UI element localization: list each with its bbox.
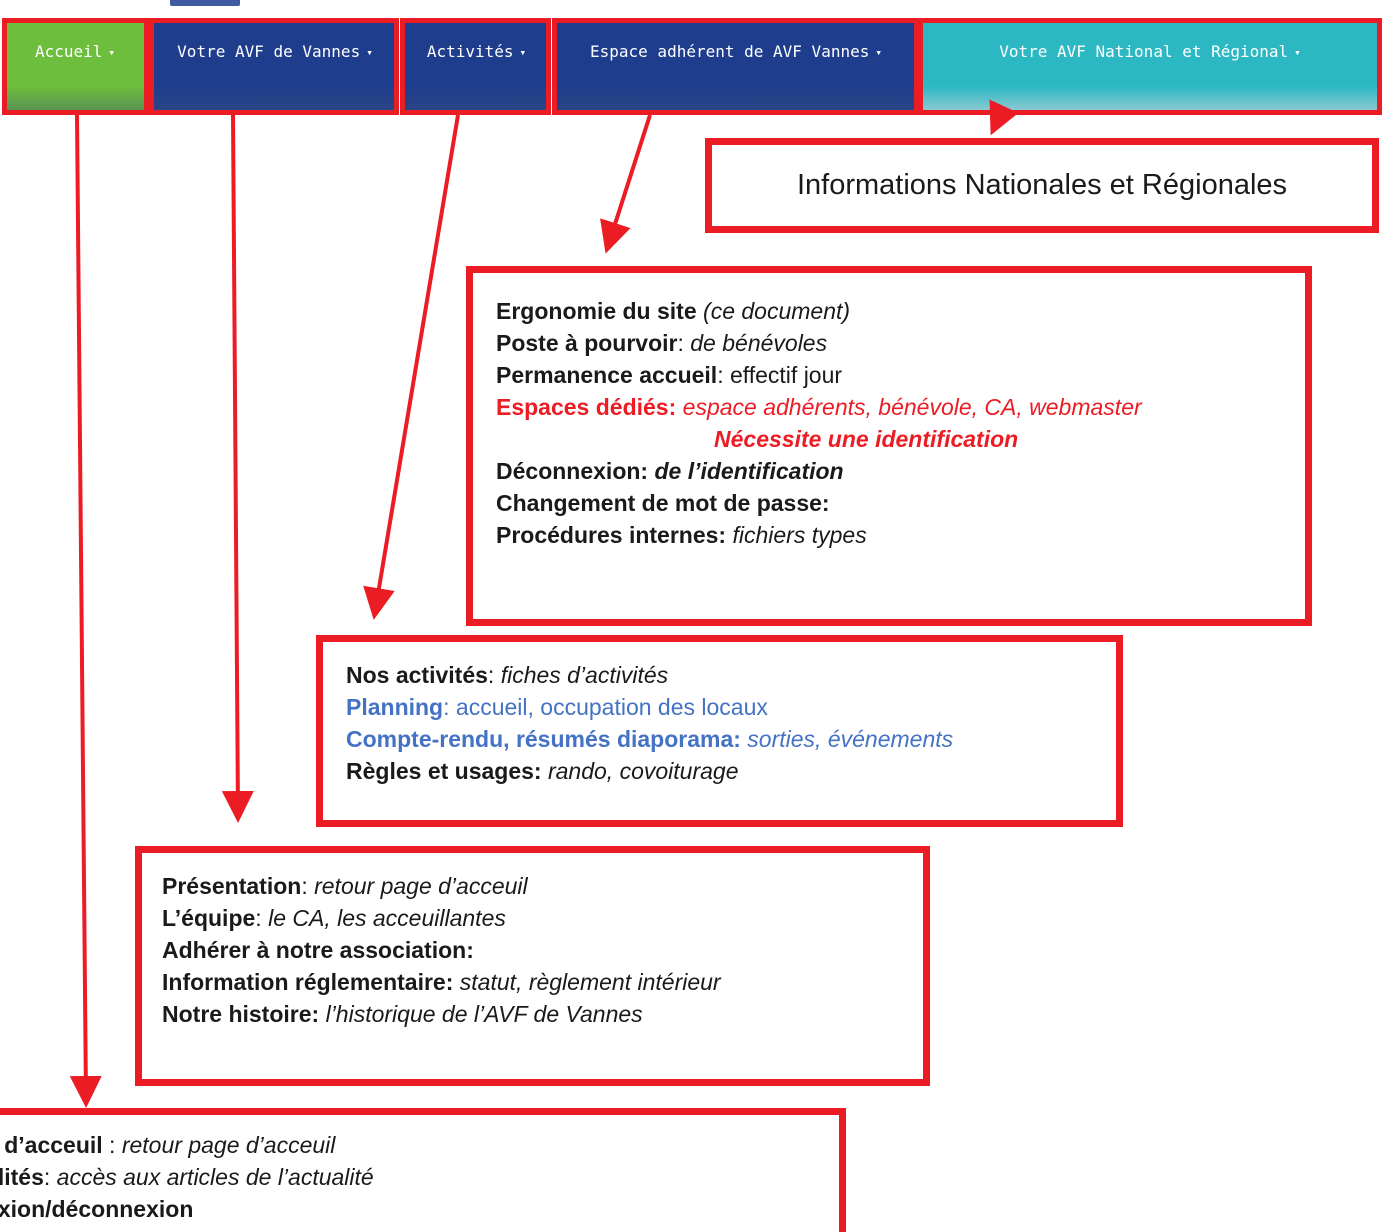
menu-entry-actualites: ualités: accès aux articles de l’actuali… bbox=[0, 1164, 374, 1190]
arrow-vannes bbox=[221, 114, 254, 823]
nav-item-label: Activités bbox=[426, 42, 514, 61]
box-national-regional: Informations Nationales et Régionales bbox=[705, 138, 1379, 233]
nav-item-espace-adherent[interactable]: Espace adhérent de AVF Vannes ▾ bbox=[556, 22, 916, 114]
nav-item-shade bbox=[404, 86, 549, 114]
highlight-frame-activites bbox=[400, 18, 551, 115]
menu-entry-nos-activites: Nos activités: fiches d’activités bbox=[346, 662, 669, 688]
nav-item-avf-national-regional[interactable]: Votre AVF National et Régional ▾ bbox=[921, 22, 1379, 114]
nav-item-votre-avf-vannes[interactable]: Votre AVF de Vannes ▾ bbox=[152, 22, 398, 114]
nav-item-label: Espace adhérent de AVF Vannes bbox=[590, 42, 870, 61]
box-accueil: ge d’acceuil : retour page d’acceuil ual… bbox=[0, 1108, 846, 1232]
highlight-frame-accueil bbox=[2, 18, 149, 115]
menu-entry-mot-de-passe: Changement de mot de passe: bbox=[496, 490, 830, 516]
highlight-frame-espace bbox=[552, 18, 919, 115]
menu-entry-info-reglementaire: Information réglementaire: statut, règle… bbox=[162, 969, 721, 995]
arrow-espace bbox=[600, 114, 652, 254]
nav-item-shade bbox=[5, 86, 145, 114]
menu-entry-espaces-dedies: Espaces dédiés: espace adhérents, bénévo… bbox=[496, 394, 1142, 420]
menu-entry-equipe: L’équipe: le CA, les acceuillantes bbox=[162, 905, 506, 931]
caret-down-icon: ▾ bbox=[108, 46, 116, 59]
box-activites: Nos activités: fiches d’activités Planni… bbox=[316, 635, 1123, 827]
menu-entry-histoire: Notre histoire: l’historique de l’AVF de… bbox=[162, 1001, 643, 1027]
header-fragment bbox=[170, 0, 240, 6]
nav-item-shade bbox=[556, 86, 916, 114]
menu-entry-compte-rendu: Compte-rendu, résumés diaporama: sorties… bbox=[346, 726, 954, 752]
menu-entry-ergonomie: Ergonomie du site (ce document) bbox=[496, 298, 851, 324]
menu-entry-deconnexion: Déconnexion: de l’identification bbox=[496, 458, 844, 484]
caret-down-icon: ▾ bbox=[366, 46, 373, 59]
caret-down-icon: ▾ bbox=[875, 46, 882, 59]
arrow-national bbox=[989, 99, 1019, 136]
menu-entry-page-accueil: ge d’acceuil : retour page d’acceuil bbox=[0, 1132, 336, 1158]
caret-down-icon: ▾ bbox=[1294, 46, 1301, 59]
box-national-text: Informations Nationales et Régionales bbox=[796, 169, 1288, 201]
box-espace-adherent: Ergonomie du site (ce document) Poste à … bbox=[466, 266, 1312, 626]
menu-entry-poste: Poste à pourvoir: de bénévoles bbox=[496, 330, 828, 356]
arrow-activites bbox=[363, 114, 460, 620]
highlight-frame-vannes bbox=[149, 18, 399, 115]
menu-entry-presentation: Présentation: retour page d’acceuil bbox=[162, 873, 528, 899]
nav-item-label: Votre AVF National et Régional bbox=[999, 42, 1289, 61]
menu-entry-planning: Planning: accueil, occupation des locaux bbox=[346, 694, 768, 720]
nav-item-accueil[interactable]: Accueil ▾ bbox=[5, 22, 145, 114]
menu-entry-procedures: Procédures internes: fichiers types bbox=[496, 522, 867, 548]
identification-note: Nécessite une identification bbox=[714, 426, 1019, 452]
caret-down-icon: ▾ bbox=[519, 46, 527, 59]
nav-item-label: Votre AVF de Vannes bbox=[177, 42, 361, 61]
menu-entry-connexion: nexion/déconnexion bbox=[0, 1196, 194, 1222]
nav-item-activites[interactable]: Activités ▾ bbox=[404, 22, 549, 114]
menu-entry-regles: Règles et usages: rando, covoiturage bbox=[346, 758, 739, 784]
box-votre-avf-vannes: Présentation: retour page d’acceuil L’éq… bbox=[135, 846, 930, 1086]
arrow-accueil bbox=[69, 114, 102, 1108]
menu-entry-adherer: Adhérer à notre association: bbox=[162, 937, 474, 963]
highlight-frame-national bbox=[918, 18, 1382, 115]
nav-item-label: Accueil bbox=[34, 42, 103, 61]
menu-entry-permanence: Permanence accueil: effectif jour bbox=[496, 362, 843, 388]
nav-item-shade bbox=[152, 86, 398, 114]
main-navbar: Accueil ▾ Votre AVF de Vannes ▾ Activité… bbox=[0, 22, 1384, 114]
